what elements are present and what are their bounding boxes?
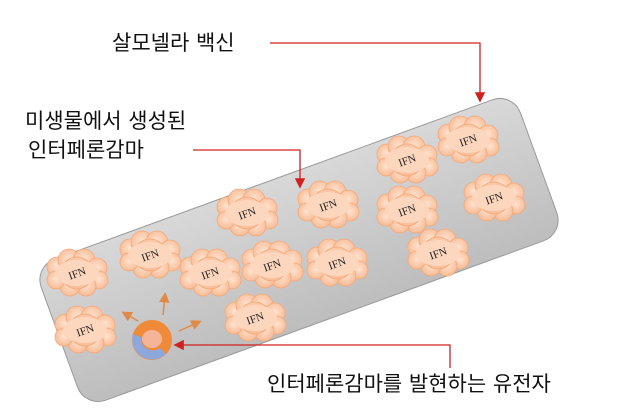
ifn-label: IFN bbox=[397, 202, 418, 219]
ifn-label: IFN bbox=[67, 265, 88, 282]
pointer-lines bbox=[173, 42, 486, 368]
label-microbe-produced: 미생물에서 생성된 bbox=[25, 109, 187, 133]
bacterial-cell bbox=[132, 320, 172, 360]
ifn-label: IFN bbox=[428, 245, 449, 262]
ifn-cloud: IFN bbox=[407, 228, 470, 277]
ifn-cloud: IFN bbox=[241, 240, 304, 289]
ifn-label: IFN bbox=[75, 322, 96, 339]
ifn-label: IFN bbox=[458, 132, 479, 149]
ifn-label: IFN bbox=[245, 310, 266, 327]
ifn-label: IFN bbox=[318, 197, 339, 214]
secretion-arrows bbox=[121, 292, 202, 332]
ifn-label: IFN bbox=[262, 257, 283, 274]
ifn-label: IFN bbox=[327, 255, 348, 272]
ifn-label: IFN bbox=[140, 247, 161, 264]
ifn-cloud: IFN bbox=[306, 238, 369, 287]
ifn-cloud: IFN bbox=[179, 248, 242, 297]
ifn-cloud: IFN bbox=[54, 305, 117, 354]
ifn-label: IFN bbox=[397, 152, 418, 169]
ifn-label: IFN bbox=[237, 205, 258, 222]
ifn-cloud: IFN bbox=[46, 248, 109, 297]
label-interferon-gamma: 인터페론감마 bbox=[28, 138, 144, 162]
ifn-cloud: IFN bbox=[224, 293, 287, 342]
label-ifn-gene: 인터페론감마를 발현하는 유전자 bbox=[267, 372, 551, 396]
ifn-cloud: IFN bbox=[437, 115, 500, 164]
ifn-cloud: IFN bbox=[376, 185, 439, 234]
ifn-cloud: IFN bbox=[216, 188, 279, 237]
ifn-cloud: IFN bbox=[376, 135, 439, 184]
ifn-label: IFN bbox=[200, 265, 221, 282]
ifn-cloud: IFN bbox=[463, 173, 526, 222]
label-salmonella-vaccine: 살모넬라 백신 bbox=[112, 31, 235, 55]
ifn-label: IFN bbox=[484, 190, 505, 207]
ifn-cloud: IFN bbox=[297, 180, 360, 229]
